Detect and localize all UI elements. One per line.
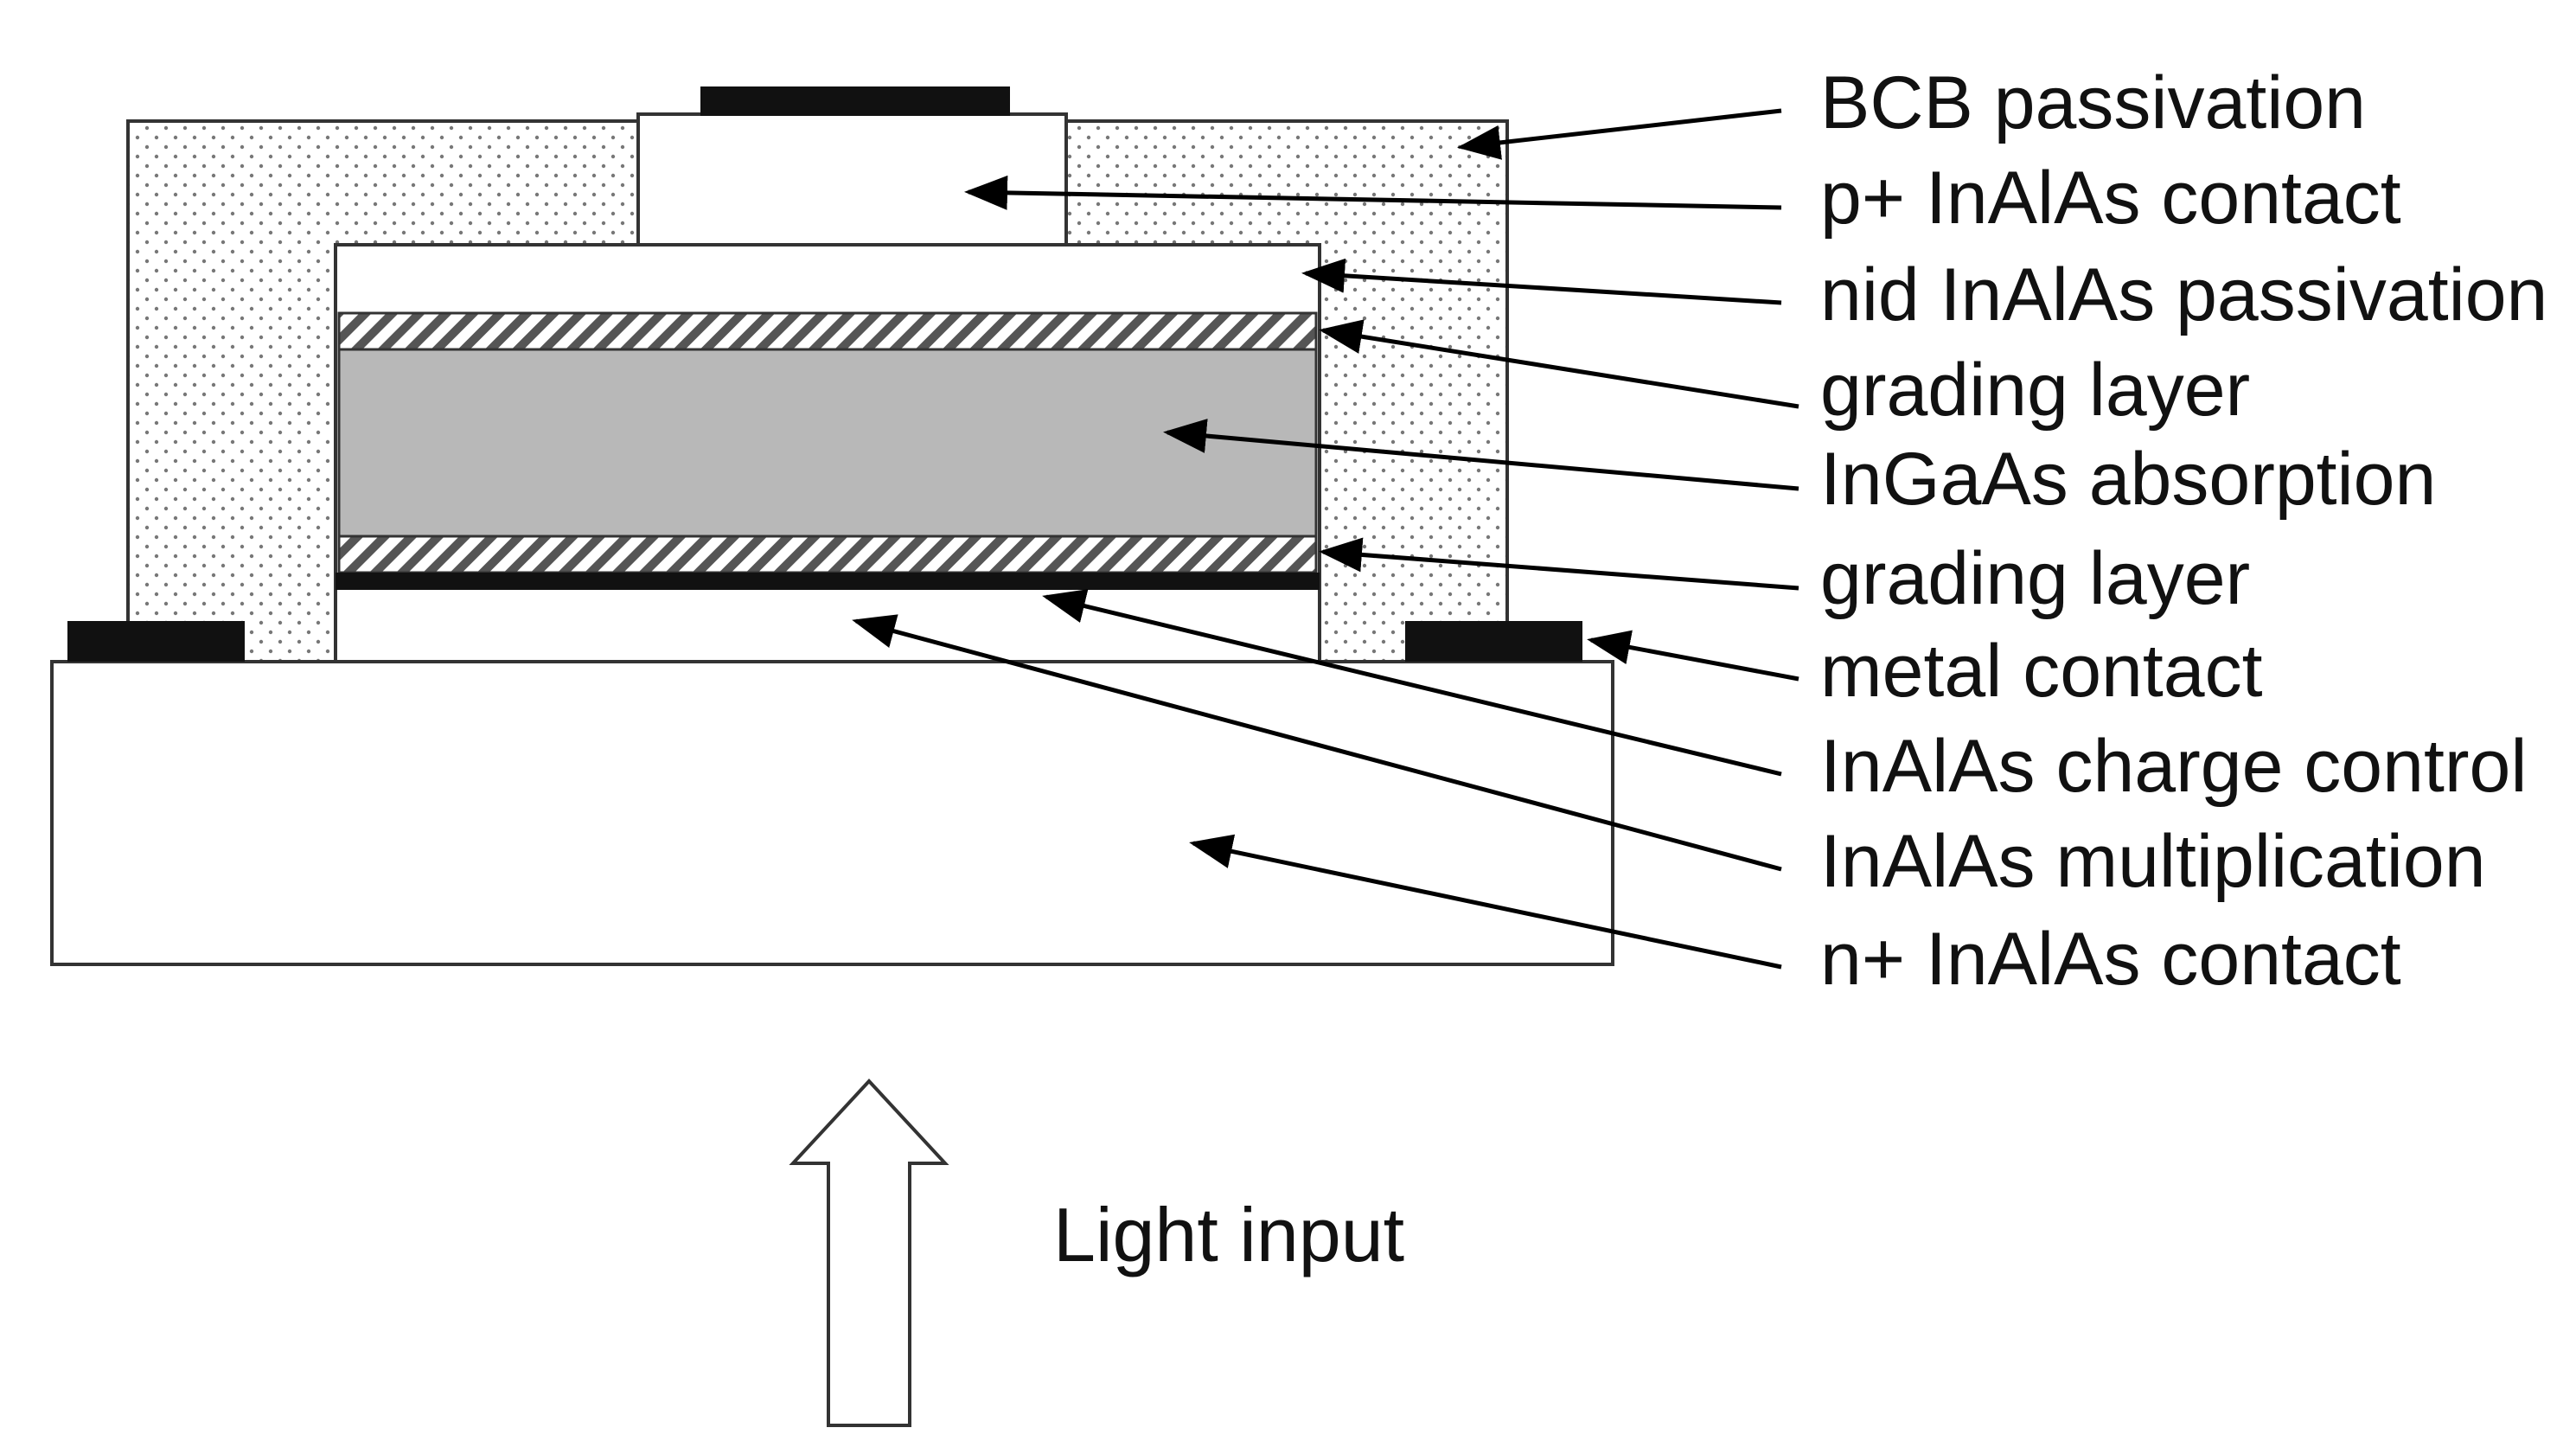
light-input-arrow — [789, 1079, 949, 1427]
label-metal-contact: metal contact — [1820, 630, 2263, 713]
arrow-metal-contact — [1587, 630, 1799, 682]
top-metal-contact — [700, 86, 1010, 116]
arrow-absorption — [1163, 419, 1799, 491]
arrow-bcb-passivation — [1457, 108, 1782, 160]
label-bcb-passivation: BCB passivation — [1820, 61, 2366, 144]
n-contact-layer — [50, 660, 1614, 966]
arrow-p-contact — [964, 175, 1782, 210]
label-grading-layer-bottom: grading layer — [1820, 537, 2250, 620]
label-nid-passivation: nid InAlAs passivation — [1820, 253, 2547, 336]
label-n-contact: n+ InAlAs contact — [1820, 918, 2401, 1001]
grading-layer-bottom — [337, 535, 1318, 574]
light-input-label: Light input — [1053, 1192, 1404, 1277]
charge-control-layer — [336, 573, 1320, 590]
arrow-n-contact — [1189, 834, 1782, 970]
label-grading-layer-top: grading layer — [1820, 349, 2250, 432]
metal-contact-left — [67, 621, 245, 662]
metal-contact-right — [1405, 621, 1582, 662]
absorption-layer — [337, 348, 1318, 538]
arrow-charge-control — [1042, 589, 1782, 777]
arrow-grading-layer-bottom — [1319, 537, 1799, 591]
arrow-nid-passivation — [1301, 258, 1782, 305]
p-contact-layer — [636, 112, 1068, 247]
label-charge-control: InAlAs charge control — [1820, 725, 2527, 808]
label-p-contact: p+ InAlAs contact — [1820, 157, 2401, 240]
label-absorption: InGaAs absorption — [1820, 438, 2436, 521]
arrow-multiplication — [852, 614, 1782, 872]
grading-layer-top — [337, 311, 1318, 351]
arrow-grading-layer-top — [1319, 319, 1799, 409]
label-multiplication: InAlAs multiplication — [1820, 820, 2486, 903]
